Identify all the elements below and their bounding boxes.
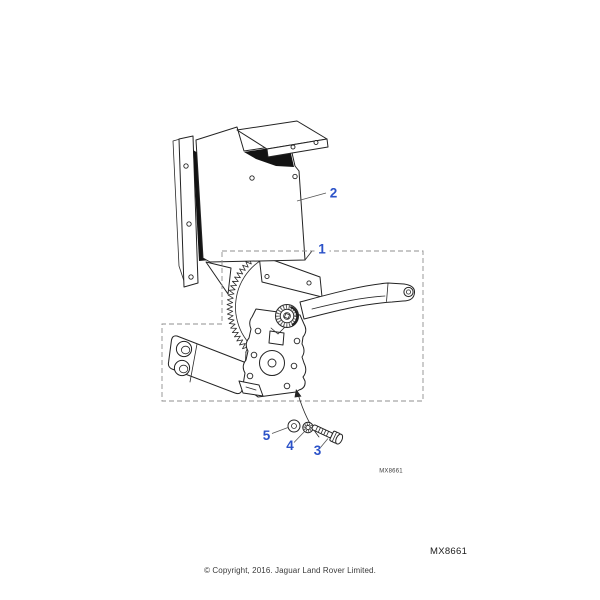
drawing-code-inline: MX8661 xyxy=(379,469,403,475)
cable-drum-drawing xyxy=(275,304,299,328)
callout-3[interactable]: 3 xyxy=(314,443,322,458)
cover-part-drawing xyxy=(172,120,329,295)
lock-washer-drawing xyxy=(302,421,314,434)
copyright-text: © Copyright, 2016. Jaguar Land Rover Lim… xyxy=(204,566,376,575)
washer-drawing xyxy=(287,419,301,433)
lift-arm-drawing xyxy=(299,282,416,320)
drawing-code: MX8661 xyxy=(430,546,468,557)
assembly-boundary-dashes xyxy=(161,250,424,402)
bolt-drawing xyxy=(311,424,344,445)
leader-line-5 xyxy=(271,427,289,434)
callout-4[interactable]: 4 xyxy=(286,438,294,453)
callout-1-backing xyxy=(314,241,330,255)
regulator-bracket-plate xyxy=(258,254,323,298)
location-arrow xyxy=(294,389,320,438)
leader-line-3 xyxy=(320,438,329,448)
gear-teeth-path xyxy=(226,252,259,353)
callout-5[interactable]: 5 xyxy=(263,428,271,443)
gear-base-arc xyxy=(235,259,262,347)
callout-2[interactable]: 2 xyxy=(330,186,338,201)
motor-drawing xyxy=(167,335,250,395)
callout-1[interactable]: 1 xyxy=(318,242,326,257)
leader-line-4 xyxy=(293,431,305,443)
gearbox-housing-drawing xyxy=(238,304,307,398)
leader-line-2 xyxy=(296,192,327,202)
